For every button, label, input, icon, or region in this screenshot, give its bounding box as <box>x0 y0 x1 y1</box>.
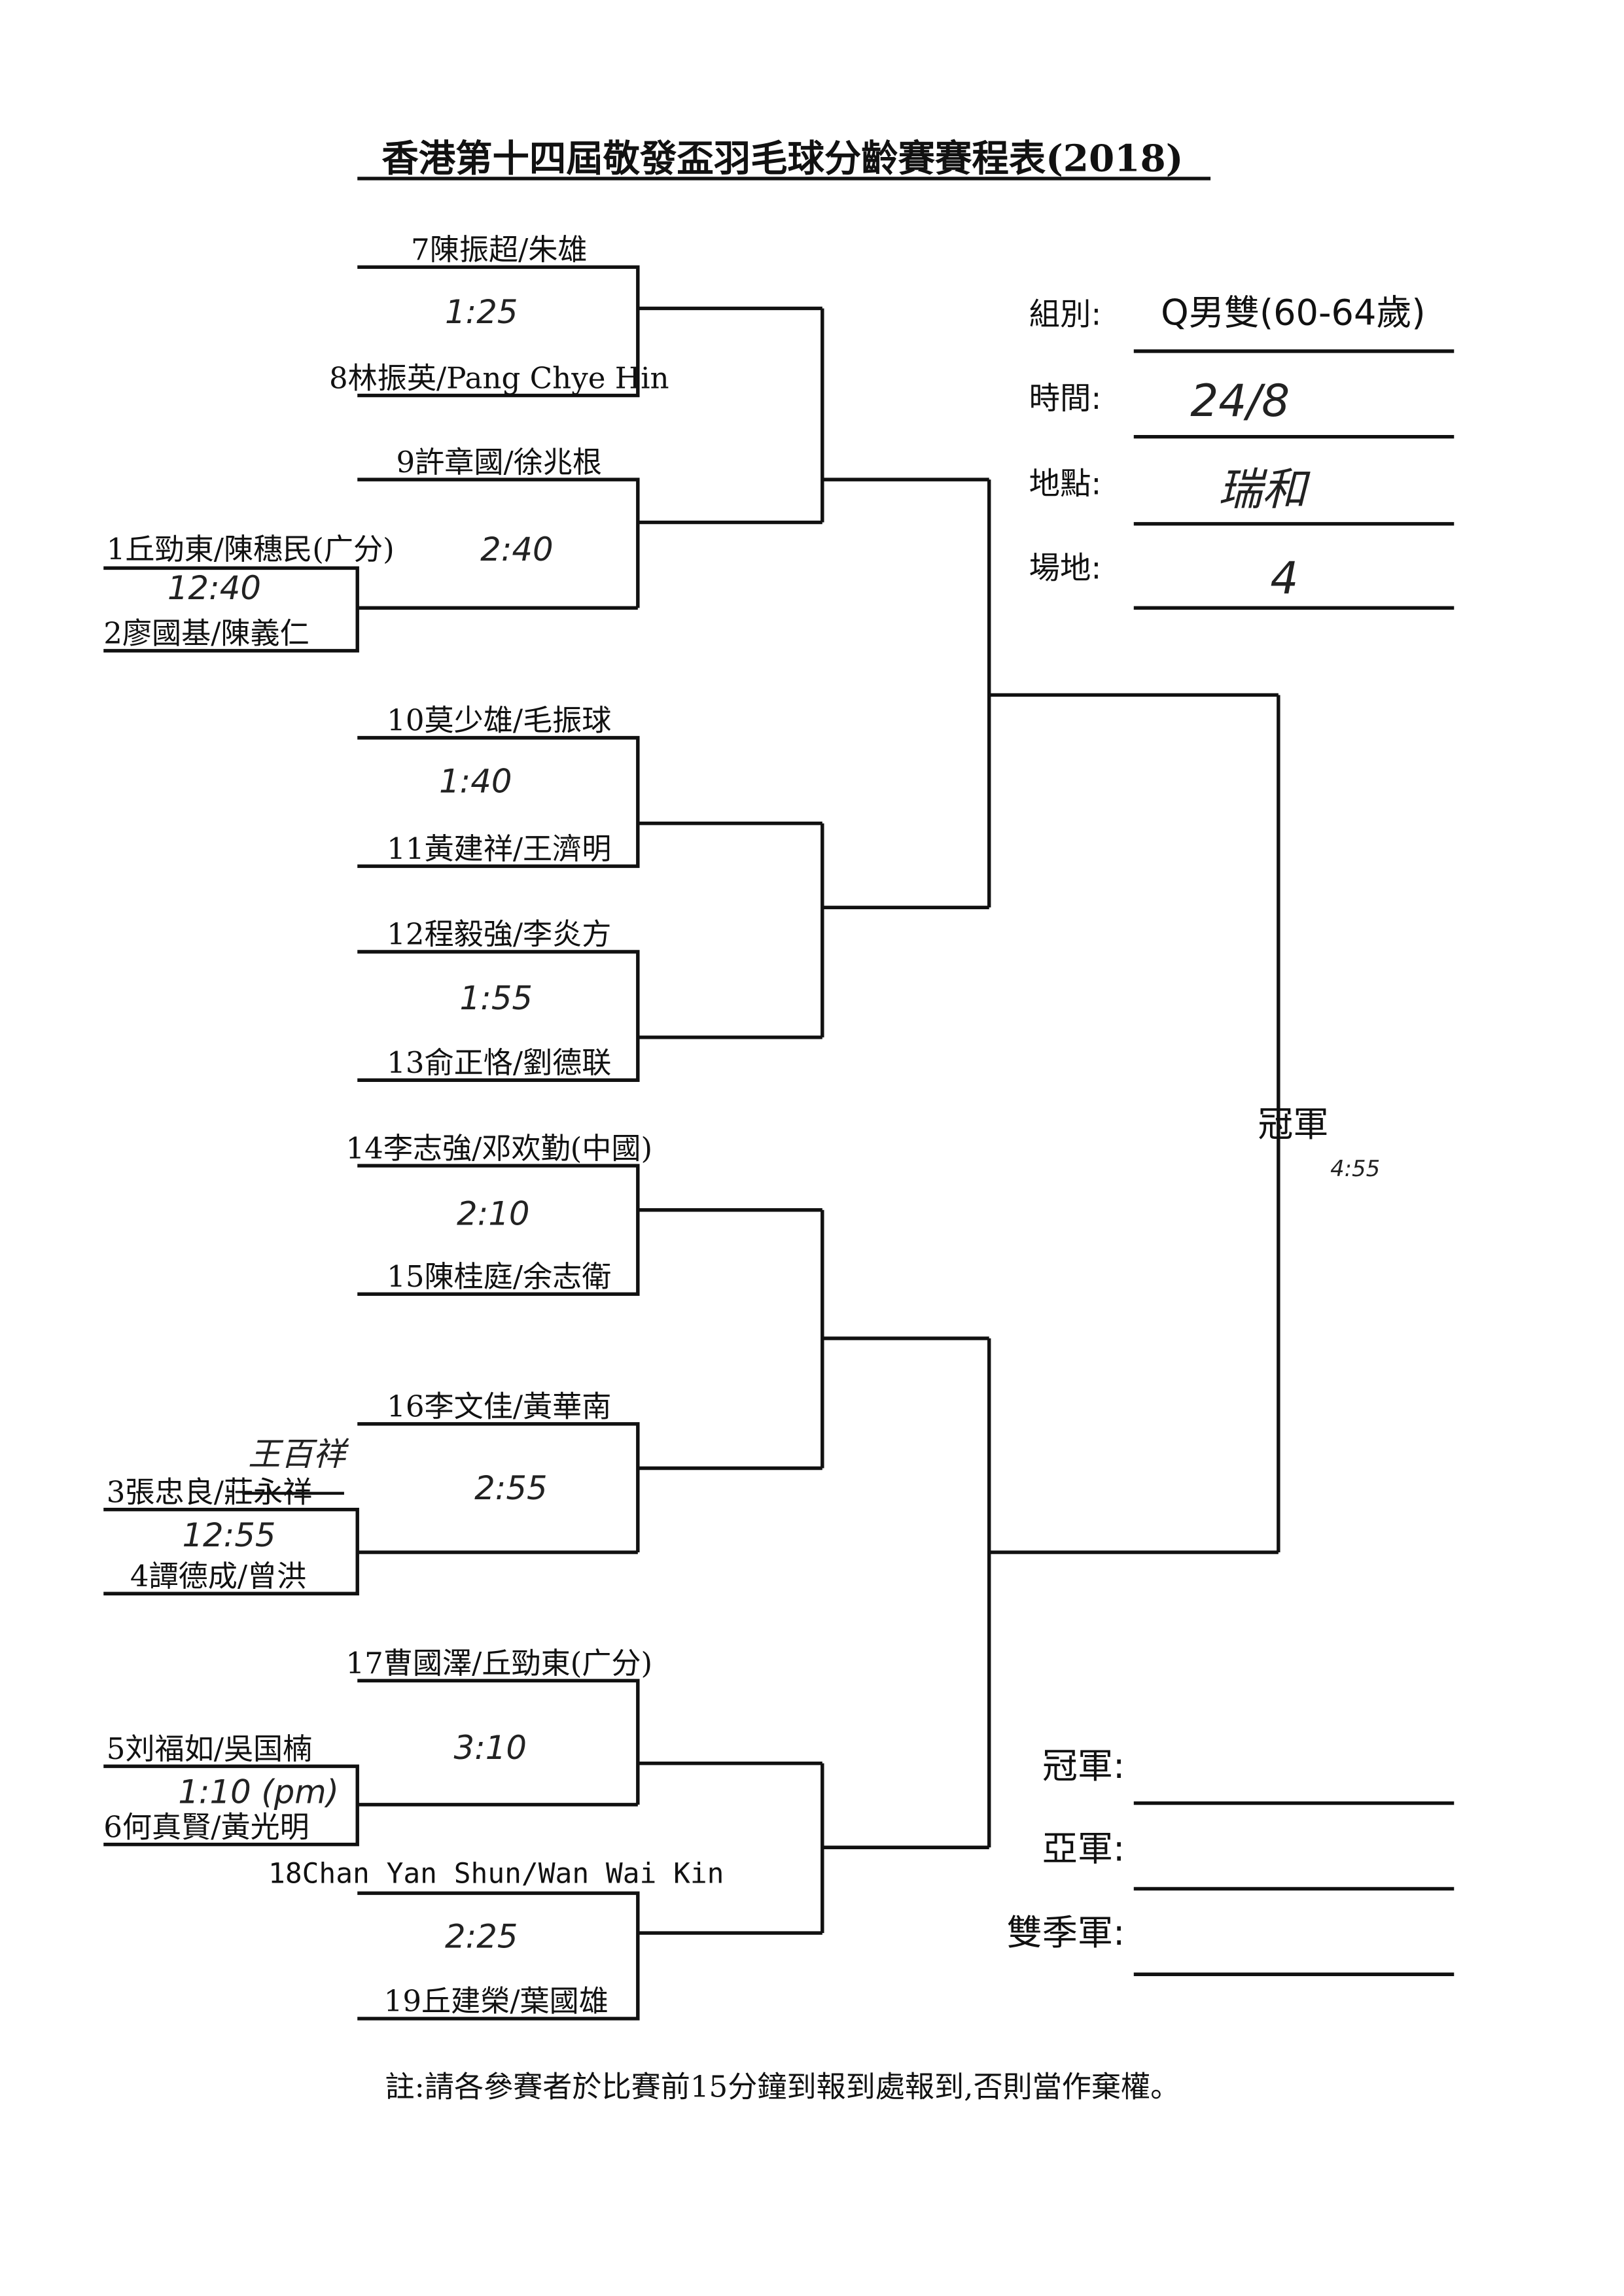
court-label: 場地: <box>1029 550 1102 586</box>
date-label: 時間: <box>1029 381 1102 417</box>
page-title: 香港第十四屆敬發盃羽毛球分齡賽賽程表(2018) <box>381 137 1183 181</box>
entry-13: 13俞正恪/劉德联 <box>387 1045 611 1080</box>
venue-label: 地點: <box>1029 466 1102 502</box>
result-champion-label: 冠軍: <box>1042 1745 1125 1786</box>
group-label: 組別: <box>1029 296 1102 332</box>
entry-3-replacement-handwritten: 王百祥 <box>248 1435 349 1473</box>
entry-18: 18Chan Yan Shun/Wan Wai Kin <box>268 1857 724 1890</box>
entry-7: 7陳振超/朱雄 <box>411 232 587 267</box>
entry-3-name: 3張忠良/ <box>107 1474 224 1509</box>
entry-2: 2廖國基/陳義仁 <box>103 616 309 651</box>
court-value: 4 <box>1270 552 1298 604</box>
result-runner-up-label: 亞軍: <box>1042 1828 1125 1870</box>
entry-6: 6何真賢/黃光明 <box>103 1809 309 1844</box>
time-match-17: 3:10 <box>454 1729 527 1767</box>
time-match-16: 2:55 <box>474 1469 547 1507</box>
entry-14: 14李志強/邓欢勤(中國) <box>345 1131 652 1166</box>
time-match-7-8: 1:25 <box>445 293 518 331</box>
entry-17: 17曹國澤/丘勁東(广分) <box>345 1646 652 1680</box>
entry-11: 11黃建祥/王濟明 <box>387 831 611 866</box>
entry-8: 8林振英/Pang Chye Hin <box>329 360 669 395</box>
group-value: Q男雙(60-64歲) <box>1161 292 1425 333</box>
entry-4: 4譚德成/曾洪 <box>130 1559 306 1593</box>
entry-1: 1丘勁東/陳穗民(广分) <box>107 532 395 566</box>
time-final: 4:55 <box>1330 1156 1380 1181</box>
bracket-lines <box>103 265 1280 2021</box>
entry-5: 5刘福如/吳国楠 <box>107 1731 313 1766</box>
time-match-3-4: 12:55 <box>182 1516 275 1554</box>
entry-16: 16李文佳/黃華南 <box>387 1389 611 1424</box>
time-match-9: 2:40 <box>480 531 553 568</box>
entry-10: 10莫少雄/毛振球 <box>387 703 611 738</box>
results-block: 冠軍: 亞軍: 雙季軍: <box>1007 1745 1455 1976</box>
entry-12: 12程毅強/李炎方 <box>387 917 611 952</box>
entry-9: 9許章國/徐兆根 <box>396 445 602 479</box>
venue-value: 瑞和 <box>1218 463 1311 515</box>
time-match-1-2: 12:40 <box>168 569 261 607</box>
entry-19: 19丘建榮/葉國雄 <box>384 1984 609 2019</box>
info-block: 組別: Q男雙(60-64歲) 時間: 24/8 地點: 瑞和 場地: 4 <box>1029 292 1455 610</box>
time-match-18-19: 2:25 <box>445 1918 518 1956</box>
time-match-12-13: 1:55 <box>460 979 533 1017</box>
result-third-label: 雙季軍: <box>1007 1912 1125 1953</box>
time-match-10-11: 1:40 <box>439 762 512 800</box>
footer-note: 註:請各參賽者於比賽前15分鐘到報到處報到,否則當作棄權。 <box>385 2069 1180 2104</box>
champion-label: 冠軍 <box>1258 1104 1328 1145</box>
date-value: 24/8 <box>1190 375 1290 426</box>
entry-15: 15陳桂庭/余志衛 <box>387 1259 611 1294</box>
time-match-5-6: 1:10 (pm) <box>178 1773 339 1811</box>
time-match-14-15: 2:10 <box>457 1194 529 1232</box>
entry-3: 3張忠良/莊永祥 <box>107 1474 313 1509</box>
